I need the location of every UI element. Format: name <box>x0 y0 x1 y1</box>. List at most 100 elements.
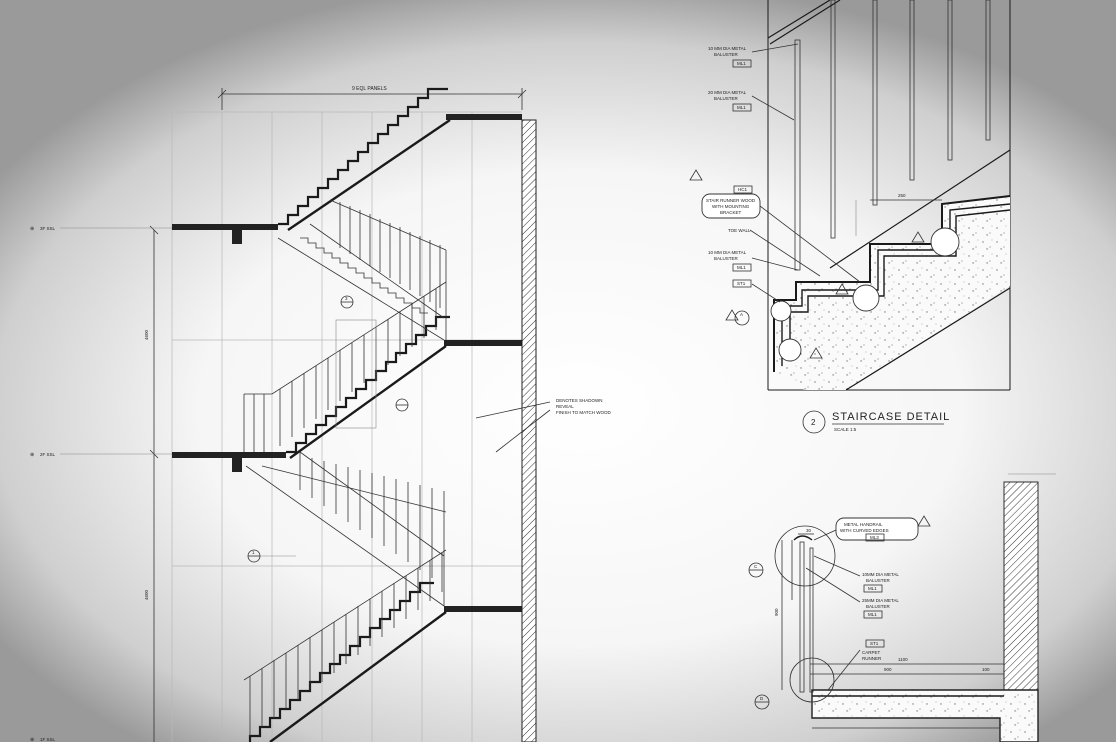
svg-text:100: 100 <box>982 667 990 672</box>
svg-text:ST1: ST1 <box>870 641 879 646</box>
railing-upper-back <box>339 202 447 340</box>
section-marker-upper: 3 <box>340 295 354 309</box>
level-lower-icon: ⊕ <box>30 452 34 458</box>
level-markers: ⊕ 3F SSL ⊕ 2F SSL ⊕ 1F SSL <box>30 226 172 742</box>
revision-triangle-icon <box>835 283 849 295</box>
detail3-landing-slab <box>811 689 1039 742</box>
svg-text:1100: 1100 <box>898 657 908 662</box>
railing-middle-front <box>243 281 447 452</box>
detail3-marker-c: C <box>748 562 764 578</box>
section-marker-mid <box>395 398 409 412</box>
detail3-note-carpet: ST1 CARPET RUNNER <box>827 639 885 691</box>
detail3-wall-outline <box>1003 481 1039 742</box>
detail2-note-baluster2: 20 MM DIA METAL BALUSTER ML1 <box>708 90 795 121</box>
svg-text:ML3: ML3 <box>870 535 879 540</box>
revision-triangle-icon <box>809 347 823 359</box>
svg-text:25MM DIA METAL: 25MM DIA METAL <box>862 598 899 603</box>
detail2-runner-inner <box>789 209 1011 360</box>
door-outline <box>335 319 377 429</box>
svg-text:ML1: ML1 <box>868 612 877 617</box>
finish-note-line2: REVEAL <box>556 404 574 409</box>
svg-text:A: A <box>740 312 743 317</box>
svg-text:RUNNER: RUNNER <box>862 656 882 661</box>
revision-triangle-icon <box>917 515 931 527</box>
svg-text:BRACKET: BRACKET <box>720 210 742 215</box>
svg-text:METAL HANDRAIL: METAL HANDRAIL <box>844 522 883 527</box>
level-bottom-label: 1F SSL <box>40 737 56 742</box>
detail3-dimensions: 1100 900 100 900 30 <box>774 528 1004 690</box>
detail2-note-toewall: TOE WALL <box>728 228 821 277</box>
railing-lower-front <box>243 549 447 736</box>
detail2-note-st: ST1 <box>732 279 781 303</box>
finish-note-line1: DENOTES SHADOWN <box>556 398 603 403</box>
svg-text:WITH CURVED EDGES: WITH CURVED EDGES <box>840 528 889 533</box>
svg-text:BALUSTER: BALUSTER <box>714 256 739 261</box>
section-marker-upper-label: 3 <box>345 296 348 301</box>
level-upper-icon: ⊕ <box>30 226 34 232</box>
back-flight-upper <box>277 199 447 341</box>
detail3-marker-d: D <box>754 694 770 710</box>
top-dimension: 9 EQL PANELS <box>217 86 527 110</box>
detail3-zoom-circle-top <box>774 525 836 587</box>
svg-text:BALUSTER: BALUSTER <box>714 96 739 101</box>
handrail-profile <box>793 535 813 541</box>
stair-flight-middle <box>286 315 450 459</box>
panel-grid <box>171 111 522 742</box>
detail2-scale: SCALE 1:5 <box>834 427 857 432</box>
staircase-elevation: 9 EQL PANELS 4600 4600 ⊕ 3F SSL ⊕ 2F SSL… <box>30 86 611 742</box>
detail3-note-baluster1: 10MM DIA METAL BALUSTER ML1 <box>813 555 899 593</box>
level-upper-label: 3F SSL <box>40 226 56 231</box>
back-flight-lower <box>245 451 447 607</box>
svg-text:WITH MOUNTING: WITH MOUNTING <box>712 204 750 209</box>
svg-text:D: D <box>760 696 764 701</box>
svg-text:C: C <box>754 564 758 569</box>
svg-text:10 MM DIA METAL: 10 MM DIA METAL <box>708 250 747 255</box>
svg-text:TOE WALL: TOE WALL <box>728 228 751 233</box>
section-marker-lower: 1 <box>247 549 296 563</box>
detail-number-bubble <box>802 410 826 434</box>
detail2-note-runner: HC1 STAIR RUNNER WOOD WITH MOUNTING BRAC… <box>701 185 861 283</box>
detail2-stair-profile <box>773 195 1011 372</box>
revision-triangle-icon <box>689 169 703 181</box>
finish-note: DENOTES SHADOWN REVEAL FINISH TO MATCH W… <box>475 398 611 453</box>
svg-text:ML1: ML1 <box>737 105 746 110</box>
detail2-stringer-bottom <box>845 287 1011 391</box>
svg-text:900: 900 <box>774 608 779 616</box>
detail2-note-baluster1: 10 MM DIA METAL BALUSTER ML1 <box>708 43 799 68</box>
floor-slabs <box>172 114 522 612</box>
detail2-title-block: 2 STAIRCASE DETAIL SCALE 1:5 <box>802 410 950 434</box>
level-bottom-icon: ⊕ <box>30 737 34 742</box>
stair-flight-upper <box>278 87 451 231</box>
finish-note-line3: FINISH TO MATCH WOOD <box>556 410 611 415</box>
detail2-step-dim: 250 <box>855 193 942 236</box>
svg-text:30: 30 <box>806 528 812 533</box>
svg-text:CARPET: CARPET <box>862 650 881 655</box>
detail2-number: 2 <box>811 418 816 427</box>
detail3-balusters <box>793 535 814 693</box>
detail3-wall <box>1003 481 1039 693</box>
svg-text:10MM DIA METAL: 10MM DIA METAL <box>862 572 899 577</box>
detail2-stringer-top <box>829 149 1011 269</box>
section-marker-lower-label: 1 <box>252 550 255 555</box>
detail3-zoom-circle-bottom <box>789 657 835 703</box>
svg-text:BALUSTER: BALUSTER <box>714 52 739 57</box>
svg-text:250: 250 <box>898 193 906 198</box>
svg-text:ML1: ML1 <box>737 265 746 270</box>
svg-text:10 MM DIA METAL: 10 MM DIA METAL <box>708 46 747 51</box>
stair-flight-lower <box>248 581 447 742</box>
top-dim-label: 9 EQL PANELS <box>352 86 387 92</box>
detail3-note-handrail: METAL HANDRAIL WITH CURVED EDGES ML3 <box>813 515 931 542</box>
svg-text:ML1: ML1 <box>868 586 877 591</box>
svg-text:HC1: HC1 <box>738 187 747 192</box>
vertical-dim-upper: 4600 <box>144 329 149 340</box>
detail2-title: STAIRCASE DETAIL <box>832 411 950 423</box>
detail2-marker-a: A <box>734 310 750 326</box>
svg-text:ML1: ML1 <box>737 61 746 66</box>
revision-triangle-icon <box>725 309 739 321</box>
staircase-detail-2: 10 MM DIA METAL BALUSTER ML1 20 MM DIA M… <box>689 0 1011 434</box>
svg-text:20 MM DIA METAL: 20 MM DIA METAL <box>708 90 747 95</box>
vertical-dim-lower: 4600 <box>144 589 149 600</box>
revision-triangle-icon <box>911 231 925 243</box>
